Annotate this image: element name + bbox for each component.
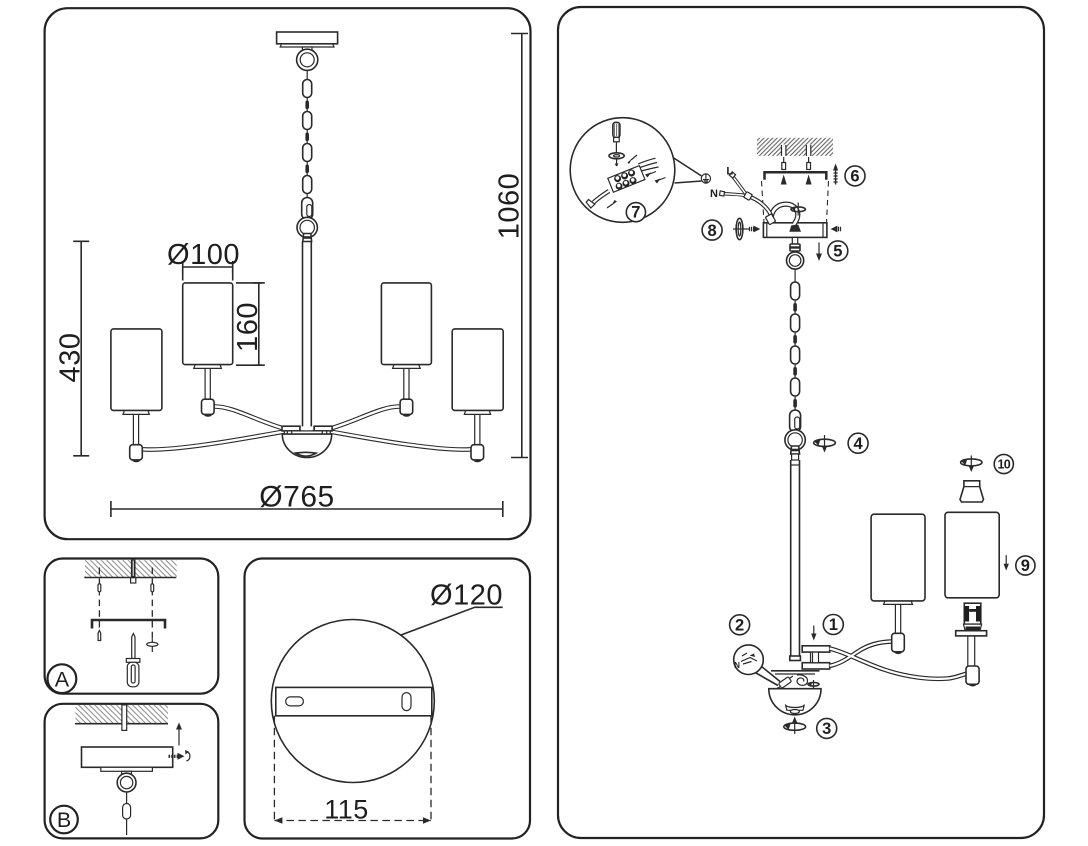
svg-text:1060: 1060 bbox=[494, 173, 526, 240]
svg-text:1: 1 bbox=[829, 616, 838, 634]
svg-text:2: 2 bbox=[735, 617, 744, 635]
svg-text:N: N bbox=[710, 188, 718, 200]
svg-text:8: 8 bbox=[708, 222, 717, 240]
svg-text:A: A bbox=[55, 667, 70, 691]
svg-text:Ø765: Ø765 bbox=[259, 481, 334, 514]
svg-text:115: 115 bbox=[324, 795, 369, 825]
svg-text:10: 10 bbox=[997, 458, 1010, 472]
svg-text:B: B bbox=[57, 808, 71, 832]
svg-text:L: L bbox=[726, 166, 733, 178]
svg-text:Ø120: Ø120 bbox=[430, 580, 503, 612]
svg-text:6: 6 bbox=[850, 168, 859, 186]
svg-text:4: 4 bbox=[854, 435, 864, 453]
svg-text:160: 160 bbox=[232, 302, 264, 352]
svg-text:9: 9 bbox=[1021, 557, 1030, 575]
svg-text:3: 3 bbox=[822, 720, 831, 738]
svg-text:N: N bbox=[734, 661, 740, 670]
svg-text:Ø100: Ø100 bbox=[167, 239, 240, 271]
svg-text:5: 5 bbox=[833, 243, 842, 261]
svg-text:430: 430 bbox=[55, 333, 87, 383]
svg-text:7: 7 bbox=[631, 204, 640, 222]
